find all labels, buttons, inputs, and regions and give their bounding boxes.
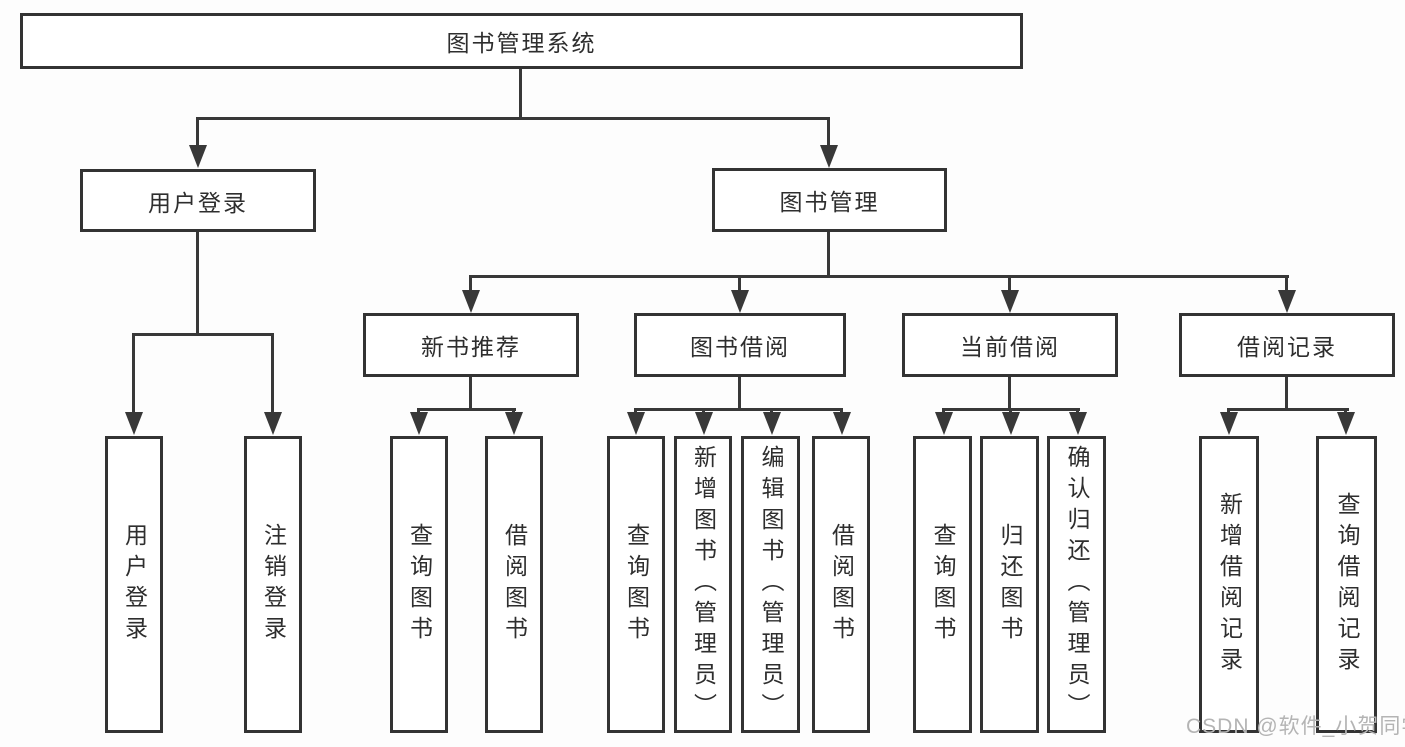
connector-line bbox=[1008, 275, 1011, 293]
arrow-down-icon bbox=[1278, 290, 1296, 313]
leaf-logout-login: 注销登录 bbox=[244, 436, 302, 733]
arrow-down-icon bbox=[189, 145, 207, 168]
connector-line bbox=[827, 232, 830, 276]
connector-line bbox=[738, 377, 741, 409]
arrow-down-icon bbox=[1069, 412, 1087, 435]
arrow-down-icon bbox=[1001, 290, 1019, 313]
arrow-down-icon bbox=[833, 412, 851, 435]
connector-line bbox=[196, 117, 199, 149]
arrow-down-icon bbox=[1002, 412, 1020, 435]
leaf-add-books-admin: 新增图书（管理员） bbox=[674, 436, 732, 733]
leaf-borrow-books-recommend: 借阅图书 bbox=[485, 436, 543, 733]
arrow-down-icon bbox=[410, 412, 428, 435]
connector-line bbox=[738, 275, 741, 293]
arrow-down-icon bbox=[731, 290, 749, 313]
node-borrowing-records: 借阅记录 bbox=[1179, 313, 1395, 377]
connector-line bbox=[271, 333, 274, 415]
watermark: CSDN @软件_小贺同学 bbox=[1186, 715, 1405, 738]
leaf-query-books-recommend: 查询图书 bbox=[390, 436, 448, 733]
arrow-down-icon bbox=[935, 412, 953, 435]
leaf-user-login: 用户登录 bbox=[105, 436, 163, 733]
node-new-book-recommendation: 新书推荐 bbox=[363, 313, 579, 377]
connector-line bbox=[1008, 377, 1011, 409]
leaf-add-borrow-record: 新增借阅记录 bbox=[1199, 436, 1259, 733]
node-book-borrowing: 图书借阅 bbox=[634, 313, 846, 377]
arrow-down-icon bbox=[462, 290, 480, 313]
arrow-down-icon bbox=[1220, 412, 1238, 435]
connector-line bbox=[827, 117, 830, 149]
connector-line bbox=[196, 232, 199, 334]
node-root: 图书管理系统 bbox=[20, 13, 1023, 69]
connector-line bbox=[1285, 275, 1288, 293]
arrow-down-icon bbox=[1337, 412, 1355, 435]
connector-line bbox=[634, 408, 843, 411]
leaf-query-books-borrowing: 查询图书 bbox=[607, 436, 665, 733]
node-user-login: 用户登录 bbox=[80, 169, 316, 232]
connector-line bbox=[469, 275, 472, 293]
arrow-down-icon bbox=[125, 412, 143, 435]
node-current-borrowing: 当前借阅 bbox=[902, 313, 1118, 377]
arrow-down-icon bbox=[264, 412, 282, 435]
connector-line bbox=[417, 408, 516, 411]
leaf-confirm-return-admin: 确认归还（管理员） bbox=[1047, 436, 1106, 733]
connector-line bbox=[469, 275, 1289, 278]
node-book-management: 图书管理 bbox=[712, 168, 947, 232]
leaf-return-books: 归还图书 bbox=[980, 436, 1039, 733]
arrow-down-icon bbox=[820, 145, 838, 168]
connector-line bbox=[196, 117, 830, 120]
arrow-down-icon bbox=[763, 412, 781, 435]
leaf-query-borrow-record: 查询借阅记录 bbox=[1316, 436, 1377, 733]
connector-line bbox=[1227, 408, 1349, 411]
leaf-edit-books-admin: 编辑图书（管理员） bbox=[741, 436, 800, 733]
leaf-borrow-books-borrowing: 借阅图书 bbox=[812, 436, 870, 733]
arrow-down-icon bbox=[505, 412, 523, 435]
connector-line bbox=[469, 377, 472, 409]
connector-line bbox=[1285, 377, 1288, 409]
arrow-down-icon bbox=[627, 412, 645, 435]
connector-line bbox=[132, 333, 135, 415]
connector-line bbox=[519, 69, 522, 118]
arrow-down-icon bbox=[695, 412, 713, 435]
leaf-query-books-current: 查询图书 bbox=[913, 436, 972, 733]
connector-line bbox=[132, 333, 274, 336]
